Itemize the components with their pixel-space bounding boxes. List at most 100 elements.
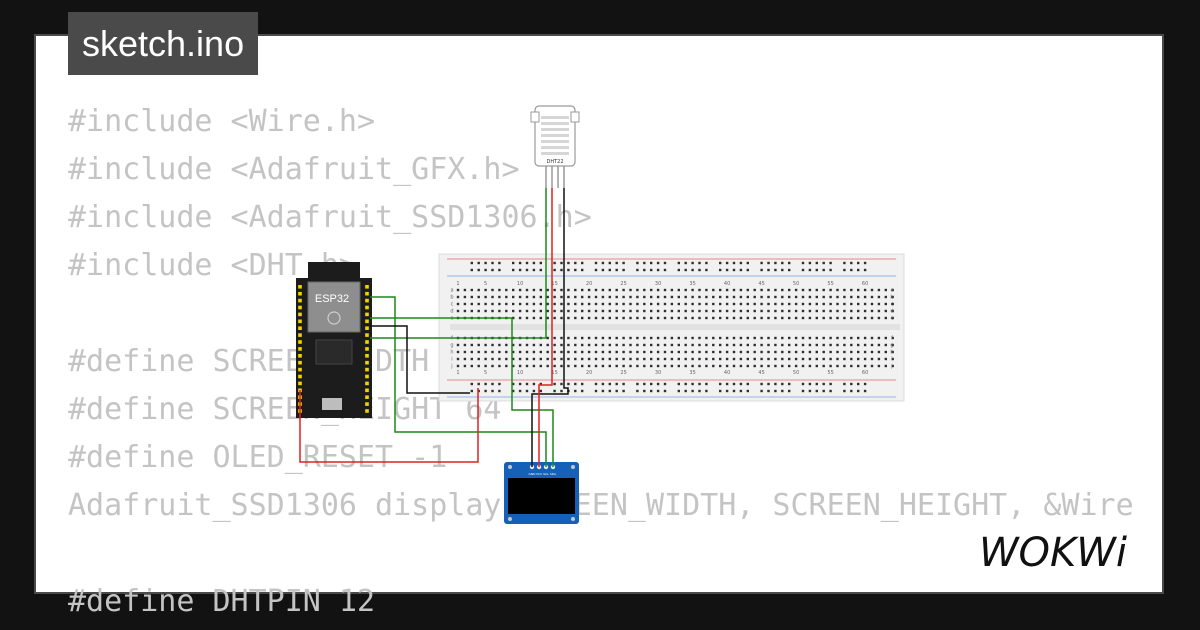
breadboard-hole — [884, 302, 887, 306]
breadboard-hole — [767, 316, 770, 320]
breadboard-hole — [546, 316, 549, 320]
breadboard-hole — [539, 382, 542, 386]
breadboard-hole — [829, 357, 832, 361]
breadboard-hole — [518, 343, 522, 347]
breadboard-hole — [670, 309, 674, 313]
breadboard-hole — [505, 309, 508, 313]
breadboard-hole — [829, 389, 832, 393]
breadboard-hole — [698, 336, 701, 340]
breadboard-hole — [836, 336, 839, 340]
breadboard-hole — [629, 309, 632, 313]
breadboard-hole — [574, 350, 577, 354]
breadboard-hole — [719, 316, 722, 320]
breadboard-hole — [725, 302, 729, 306]
breadboard-hole — [746, 268, 749, 272]
breadboard-hole — [594, 302, 598, 306]
wires — [299, 188, 569, 467]
breadboard-hole — [505, 364, 508, 368]
breadboard-hole — [670, 343, 674, 347]
breadboard-hole — [857, 364, 860, 368]
breadboard-hole — [712, 343, 715, 347]
breadboard-hole — [691, 316, 694, 320]
breadboard-hole — [794, 343, 798, 347]
breadboard-hole — [725, 288, 729, 292]
esp32-pin — [365, 326, 369, 330]
breadboard-hole — [677, 357, 680, 361]
breadboard-hole — [491, 302, 494, 306]
breadboard-hole — [691, 302, 694, 306]
breadboard-hole — [843, 350, 846, 354]
breadboard-hole — [870, 316, 874, 320]
breadboard-hole — [525, 389, 529, 393]
breadboard-hole — [656, 268, 660, 272]
breadboard-hole — [636, 382, 639, 386]
breadboard-hole — [870, 302, 874, 306]
breadboard-hole — [546, 364, 549, 368]
breadboard-hole — [567, 288, 570, 292]
wire-green — [370, 317, 554, 467]
breadboard-hole — [850, 382, 853, 386]
breadboard-hole — [712, 336, 715, 340]
breadboard-hole — [863, 336, 867, 340]
breadboard-hole — [712, 302, 715, 306]
breadboard-hole — [643, 261, 646, 265]
code-line: #define OLED_RESET -1 — [68, 440, 448, 475]
breadboard-hole — [691, 336, 694, 340]
breadboard-hole — [774, 343, 777, 347]
file-tab[interactable]: sketch.ino — [68, 12, 259, 75]
breadboard-hole — [767, 309, 770, 313]
breadboard-hole — [532, 382, 536, 386]
breadboard-column-label: 55 — [827, 370, 833, 376]
breadboard-hole — [732, 261, 736, 265]
breadboard-hole — [663, 316, 667, 320]
breadboard-hole — [491, 389, 494, 393]
breadboard-hole — [712, 295, 715, 299]
breadboard-hole — [491, 343, 494, 347]
breadboard-hole — [808, 261, 812, 265]
breadboard-hole — [829, 343, 832, 347]
breadboard-hole — [829, 382, 832, 386]
breadboard-hole — [615, 288, 618, 292]
breadboard-hole — [884, 350, 887, 354]
breadboard-hole — [829, 268, 832, 272]
breadboard-hole — [622, 382, 625, 386]
breadboard-hole — [512, 357, 515, 361]
breadboard-hole — [470, 364, 473, 368]
breadboard-hole — [732, 288, 736, 292]
breadboard-hole — [760, 302, 763, 306]
breadboard-column-label: 35 — [689, 281, 695, 287]
breadboard-hole — [512, 261, 515, 265]
breadboard-hole — [477, 350, 480, 354]
breadboard-hole — [774, 364, 777, 368]
breadboard-hole — [705, 268, 708, 272]
esp32-pin — [365, 354, 369, 358]
breadboard-hole — [808, 302, 812, 306]
breadboard-column-label: 60 — [862, 370, 868, 376]
breadboard-hole — [574, 309, 577, 313]
breadboard-hole — [774, 316, 777, 320]
breadboard-hole — [650, 357, 653, 361]
breadboard-hole — [546, 295, 549, 299]
breadboard-hole — [574, 343, 577, 347]
breadboard-hole — [636, 309, 639, 313]
breadboard-hole — [505, 302, 508, 306]
breadboard-column-label: 1 — [456, 281, 459, 287]
breadboard-hole — [781, 343, 784, 347]
breadboard-hole — [546, 357, 549, 361]
breadboard-hole — [587, 295, 591, 299]
breadboard-hole — [470, 389, 473, 393]
breadboard-hole — [518, 357, 522, 361]
breadboard-hole — [739, 389, 743, 393]
breadboard-hole — [684, 295, 687, 299]
breadboard-hole — [567, 309, 570, 313]
breadboard-hole — [574, 288, 577, 292]
breadboard-hole — [829, 336, 832, 340]
breadboard-column-label: 20 — [586, 370, 592, 376]
breadboard-hole — [891, 343, 894, 347]
breadboard-hole — [650, 316, 653, 320]
breadboard-hole — [491, 382, 494, 386]
breadboard-hole — [677, 309, 680, 313]
breadboard-hole — [581, 364, 584, 368]
breadboard-hole — [581, 261, 584, 265]
